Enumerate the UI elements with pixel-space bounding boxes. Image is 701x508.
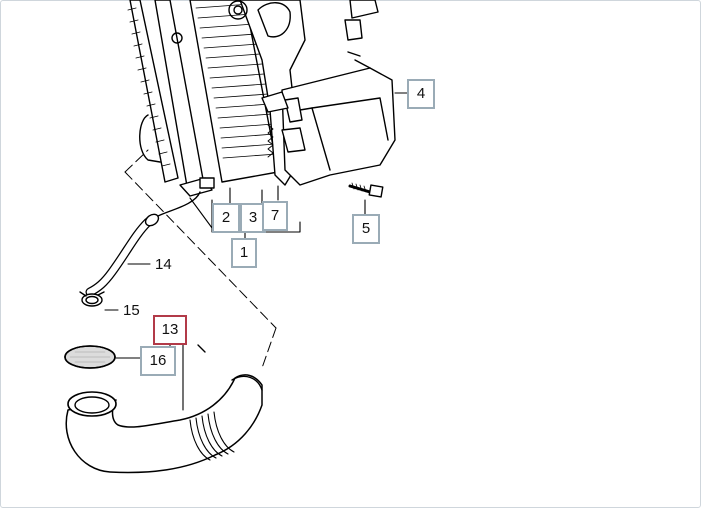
mesh-filter: [64, 345, 116, 369]
callout-16[interactable]: 16: [140, 346, 176, 376]
callout-5[interactable]: 5: [352, 214, 380, 244]
intake-pipe: [65, 344, 263, 474]
callout-1[interactable]: 1: [231, 238, 257, 268]
callout-4[interactable]: 4: [407, 79, 435, 109]
callout-7[interactable]: 7: [262, 201, 288, 231]
vent-hose: [85, 191, 201, 297]
bolt: [348, 182, 384, 198]
label-15[interactable]: 15: [123, 302, 140, 319]
hose-clamp: [79, 291, 105, 307]
label-14[interactable]: 14: [155, 256, 172, 273]
callout-2[interactable]: 2: [212, 203, 240, 233]
callout-13[interactable]: 13: [153, 315, 187, 345]
alignment-lines: [124, 149, 277, 369]
callout-3[interactable]: 3: [240, 203, 266, 233]
air-guide: [261, 51, 396, 186]
